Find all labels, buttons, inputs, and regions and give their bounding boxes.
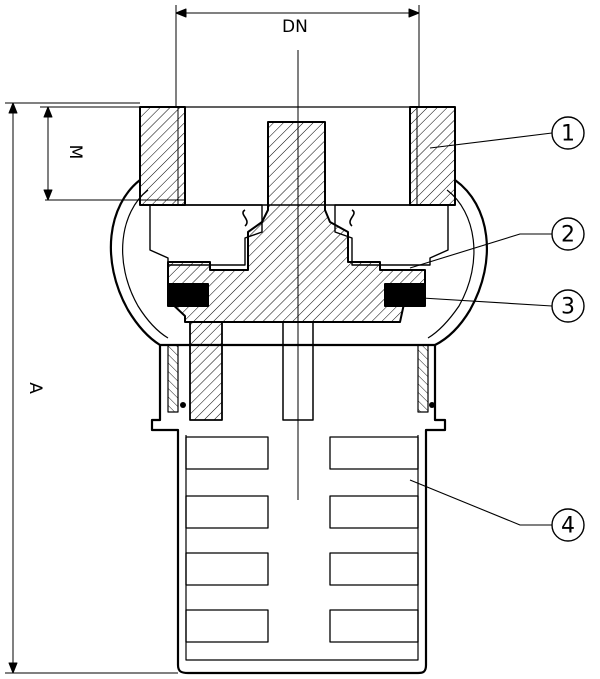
callout-number-1: 1 [561, 122, 575, 147]
callout-number-4: 4 [561, 514, 575, 539]
valve-disc [167, 121, 426, 421]
callout-bubble-3 [551, 289, 585, 323]
leader-lines [409, 132, 553, 526]
callout-number-3: 3 [561, 295, 575, 320]
seal-ring [167, 283, 426, 307]
dimension-dn [175, 5, 420, 107]
callout-number-2: 2 [561, 223, 575, 248]
callout-bubble-1 [551, 116, 585, 150]
callout-bubble-4 [551, 508, 585, 542]
dimension-a [5, 102, 178, 674]
strainer-slots [185, 436, 419, 643]
dimension-m [40, 106, 140, 201]
valve-bulb-shell [109, 179, 488, 346]
dn-label: DN [282, 17, 308, 37]
a-label: A [25, 382, 45, 394]
valve-body [45, 106, 456, 206]
callout-bubble-2 [551, 217, 585, 251]
strainer-basket [150, 343, 447, 675]
m-label: M [65, 145, 85, 160]
